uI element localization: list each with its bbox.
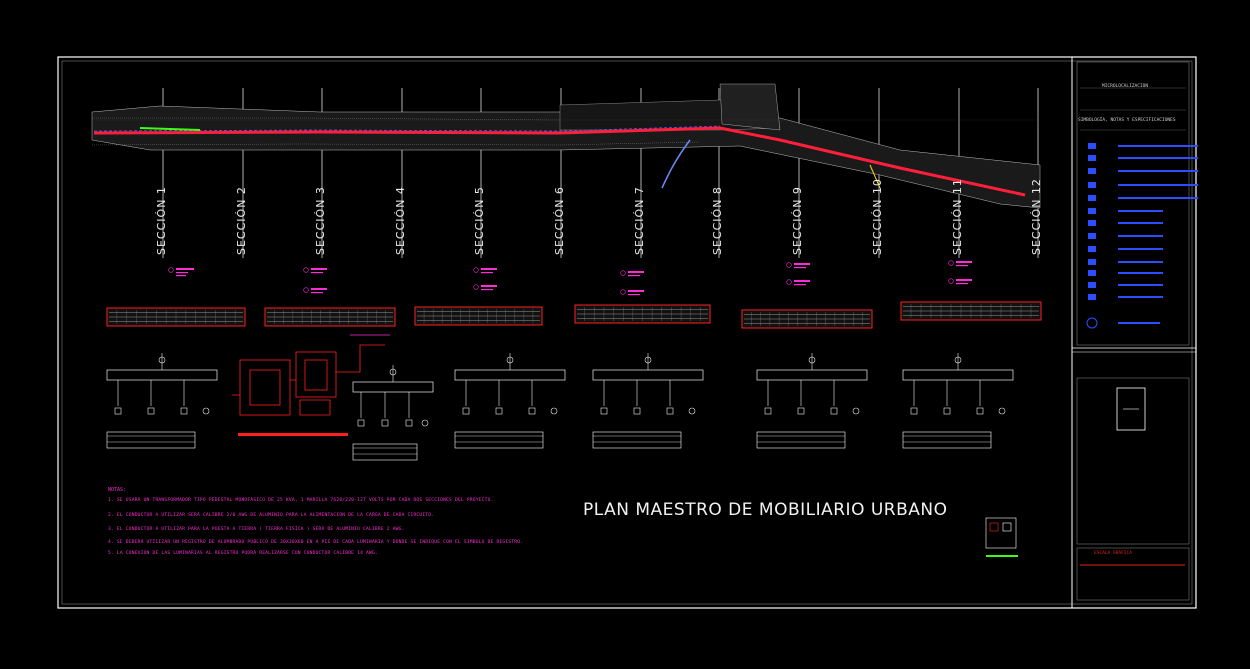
legend-symbol bbox=[1088, 208, 1096, 214]
location-box bbox=[1116, 387, 1146, 431]
section-label: SECCIÓN 5 bbox=[473, 186, 486, 255]
title-block-header: MICROLOCALIZACION bbox=[1102, 84, 1149, 89]
legend-title: SIMBOLOGÍA, NOTAS Y ESPECIFICACIONES bbox=[1078, 118, 1176, 123]
inner-frame bbox=[61, 60, 1193, 605]
legend-symbol bbox=[1088, 233, 1096, 239]
symbol-legend bbox=[1086, 143, 1198, 329]
section-label: SECCIÓN 1 bbox=[155, 186, 168, 255]
legend-symbol bbox=[1088, 195, 1096, 201]
section-label: SECCIÓN 11 bbox=[951, 178, 964, 255]
section-label: SECCIÓN 10 bbox=[871, 178, 884, 255]
legend-symbol bbox=[1088, 259, 1096, 265]
section-label: SECCIÓN 2 bbox=[235, 186, 248, 255]
legend-symbol bbox=[1088, 168, 1096, 174]
note-2: 2. EL CONDUCTOR A UTILIZAR SERÁ CALIBRE … bbox=[108, 513, 435, 518]
legend-symbol bbox=[1088, 282, 1096, 288]
note-3: 3. EL CONDUCTOR A UTILIZAR PARA LA PUEST… bbox=[108, 527, 405, 532]
section-label: SECCIÓN 4 bbox=[394, 186, 407, 255]
title-block-frame bbox=[1071, 56, 1197, 609]
note-4: 4. SE DEBERÁ UTILIZAR UN REGISTRO DE ALU… bbox=[108, 540, 524, 545]
section-label: SECCIÓN 8 bbox=[711, 186, 724, 255]
section-label: SECCIÓN 7 bbox=[633, 186, 646, 255]
section-callouts bbox=[168, 260, 972, 296]
legend-symbol bbox=[1088, 246, 1096, 252]
legend-symbol bbox=[1088, 155, 1096, 161]
legend-symbol bbox=[1088, 143, 1096, 149]
legend-symbol bbox=[1088, 270, 1096, 276]
single-line-diagrams bbox=[106, 353, 1014, 461]
section-label: SECCIÓN 6 bbox=[553, 186, 566, 255]
legend-symbol bbox=[1088, 294, 1096, 300]
section-label: SECCIÓN 12 bbox=[1030, 178, 1043, 255]
street-plan bbox=[91, 83, 1041, 209]
scale-label: ESCALA GRÁFICA bbox=[1094, 551, 1132, 556]
load-tables bbox=[106, 301, 1042, 329]
drawing-title: PLAN MAESTRO DE MOBILIARIO URBANO bbox=[583, 500, 948, 520]
note-1: 1. SE USARÁ UN TRANSFORMADOR TIPO PEDEST… bbox=[108, 498, 494, 503]
section-label: SECCIÓN 9 bbox=[791, 186, 804, 255]
notes-title: NOTAS: bbox=[108, 487, 127, 493]
section-label: SECCIÓN 3 bbox=[314, 186, 327, 255]
legend-symbol bbox=[1088, 182, 1096, 188]
legend-symbol bbox=[1088, 220, 1096, 226]
transformer-detail bbox=[232, 334, 390, 436]
note-5: 5. LA CONEXIÓN DE LAS LUMINARIAS AL REGI… bbox=[108, 551, 378, 556]
detail-symbol bbox=[985, 517, 1018, 557]
